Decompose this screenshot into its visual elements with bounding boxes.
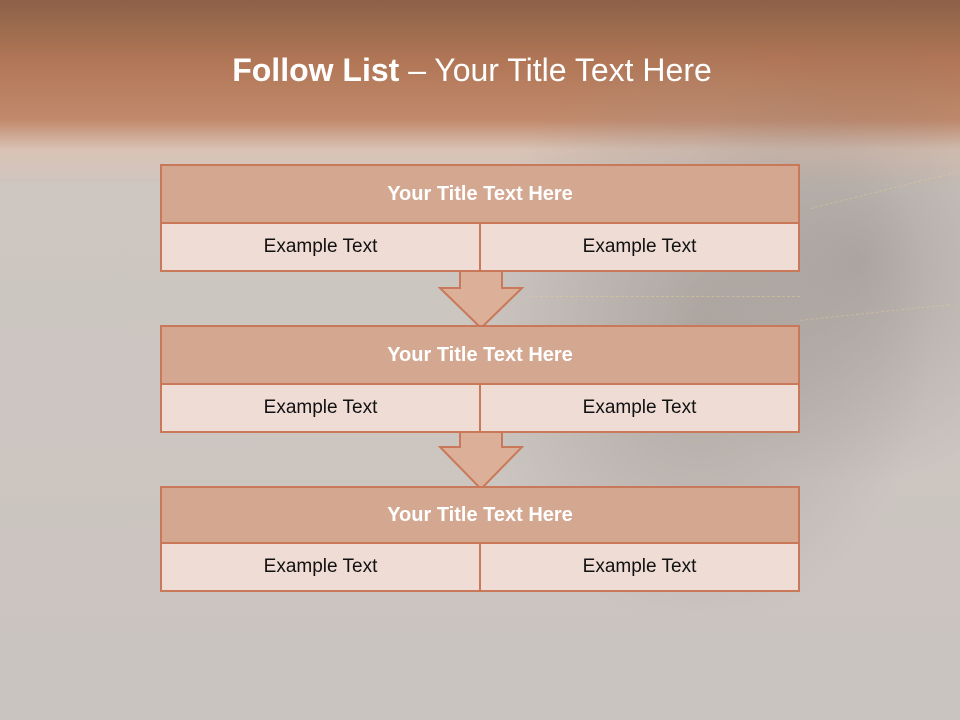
block-cell-right: Example Text	[479, 385, 798, 431]
block-cell-left: Example Text	[162, 385, 479, 431]
list-block-3[interactable]: Your Title Text Here Example Text Exampl…	[160, 486, 800, 592]
block-title: Your Title Text Here	[162, 488, 798, 544]
down-arrow-icon	[438, 431, 524, 491]
down-arrow-icon	[438, 270, 524, 330]
block-title: Your Title Text Here	[162, 327, 798, 385]
block-title: Your Title Text Here	[162, 166, 798, 224]
block-cell-left: Example Text	[162, 544, 479, 590]
block-cell-left: Example Text	[162, 224, 479, 270]
block-cell-right: Example Text	[479, 544, 798, 590]
slide-title-rest: – Your Title Text Here	[399, 52, 712, 88]
slide-title[interactable]: Follow List – Your Title Text Here	[0, 52, 944, 89]
block-cell-right: Example Text	[479, 224, 798, 270]
slide-title-bold: Follow List	[232, 52, 400, 88]
denim-stitch-decoration	[530, 296, 800, 297]
list-block-1[interactable]: Your Title Text Here Example Text Exampl…	[160, 164, 800, 272]
list-block-2[interactable]: Your Title Text Here Example Text Exampl…	[160, 325, 800, 433]
